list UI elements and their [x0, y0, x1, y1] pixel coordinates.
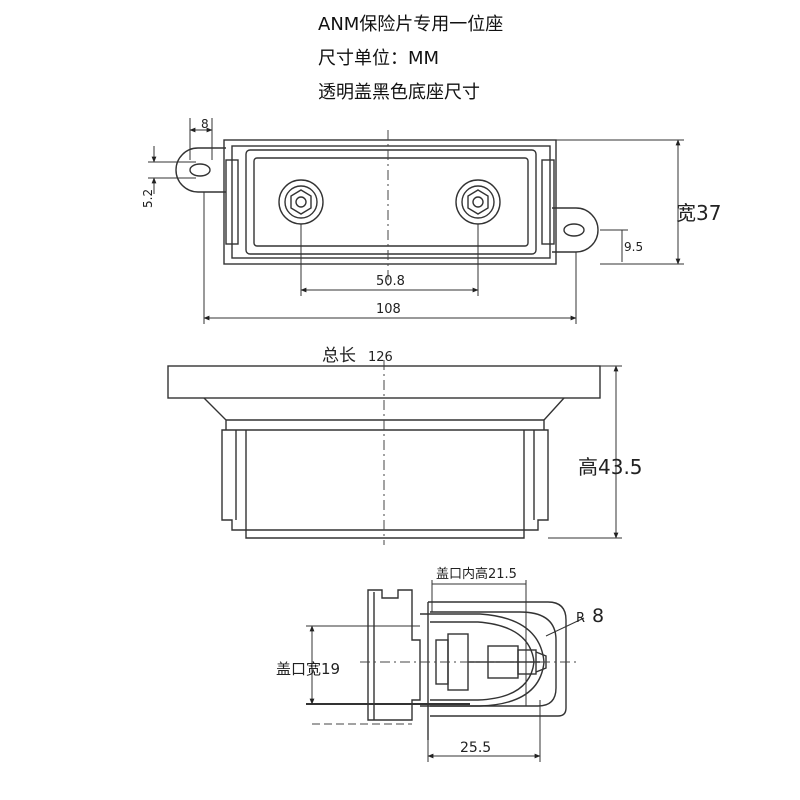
top-view: [175, 139, 599, 265]
dim-total-length-value: 126: [368, 350, 393, 365]
dim-width: 宽37: [676, 201, 721, 225]
side-body: [221, 429, 549, 531]
dim-radius: 8: [592, 605, 604, 627]
dim-height: 高43.5: [578, 455, 643, 479]
right-terminal: [455, 179, 501, 225]
dim-offset: 5.2: [141, 189, 155, 208]
units-label: 尺寸单位：MM: [318, 48, 440, 69]
dim-total-length-label: 总长: [322, 346, 356, 366]
cover-dimensions: [306, 580, 585, 762]
base-outline: [223, 139, 557, 265]
cavity-outline: [245, 149, 537, 255]
dim-inner-height: 盖口内高21.5: [436, 566, 517, 582]
cover-view: [367, 589, 567, 740]
left-mount-slot: [189, 163, 211, 177]
material-note: 透明盖黑色底座尺寸: [318, 82, 480, 103]
dim-tab: 9.5: [624, 240, 643, 254]
product-title: ANM保险片专用一位座: [318, 14, 504, 35]
header-block: ANM保险片专用一位座 尺寸单位：MM 透明盖黑色底座尺寸: [318, 8, 678, 110]
dim-depth: 25.5: [460, 740, 491, 756]
dim-cover-width: 盖口宽19: [276, 660, 340, 678]
side-view: [167, 365, 601, 539]
cover-dome: [420, 613, 545, 707]
left-terminal: [278, 179, 324, 225]
dim-hole-dia: 8: [201, 117, 209, 131]
dim-hole-span: 108: [376, 302, 401, 317]
end-base-profile: [367, 589, 421, 721]
side-dimensions: [168, 365, 622, 539]
dim-radius-prefix: R: [576, 611, 585, 626]
cover-housing: [428, 601, 567, 717]
left-mounting-ear: [175, 147, 226, 193]
top-dimensions: [148, 118, 684, 324]
right-mounting-ear: [552, 207, 599, 253]
right-mount-slot: [563, 223, 585, 237]
dim-pitch: 50.8: [376, 274, 405, 289]
